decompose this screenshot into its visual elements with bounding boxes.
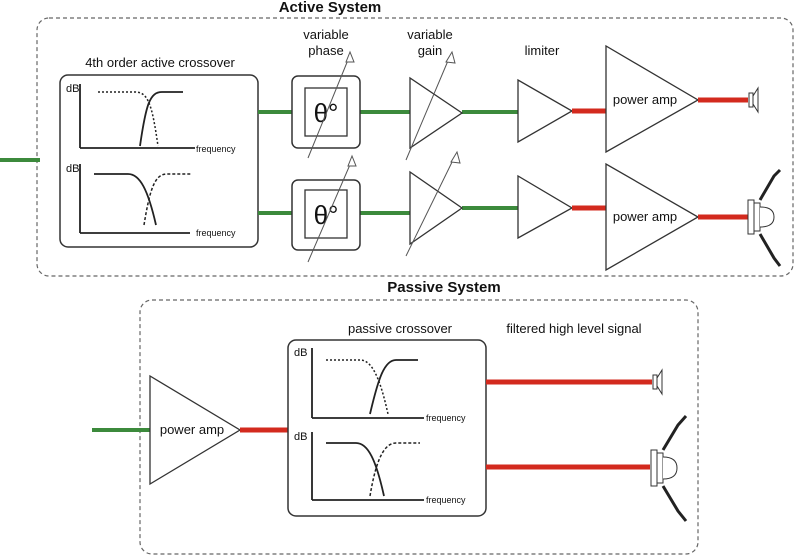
active-system-title: Active System [279,0,382,16]
limiter-block-1 [517,78,574,144]
db-label: dB [294,347,307,359]
phase-block-2: θ° [291,154,361,263]
phase-block-1: θ° [291,50,361,159]
passive-system-title: Passive System [387,279,500,296]
passive-crossover-box [287,339,487,517]
frequency-label: frequency [196,144,236,154]
power-amp-label: power amp [613,92,677,107]
gain-block-2 [405,150,464,257]
db-label: dB [66,83,79,95]
passive-plot-low: dB frequency [294,347,466,423]
variable-gain-label: variable [407,27,453,42]
tweeter-icon [748,86,759,114]
limiter-block-2 [517,174,574,240]
gain-block-1 [405,50,464,161]
variable-gain-label-2: gain [418,43,443,58]
passive-plot-high: dB frequency [294,431,466,505]
limiter-label: limiter [525,43,560,58]
db-label: dB [294,431,307,443]
filtered-signal-label: filtered high level signal [506,321,641,336]
variable-phase-label-2: phase [308,43,343,58]
power-amp-label: power amp [160,422,224,437]
power-amp-passive: power amp [149,374,242,486]
active-crossover-box [59,74,259,248]
woofer-icon [747,168,782,267]
db-label: dB [66,163,79,175]
active-system-frame [36,17,794,277]
power-amp-label: power amp [613,209,677,224]
passive-crossover-label: passive crossover [348,321,453,336]
active-crossover-label: 4th order active crossover [85,55,235,70]
passive-system-frame [139,299,699,555]
frequency-label: frequency [196,228,236,238]
tweeter-icon [652,368,663,396]
active-plot-high: dB frequency [66,163,236,238]
woofer-icon [650,415,688,522]
active-plot-low: dB frequency [66,83,236,154]
frequency-label: frequency [426,413,466,423]
phase-symbol: θ° [314,200,339,230]
frequency-label: frequency [426,495,466,505]
variable-phase-label: variable [303,27,349,42]
power-amp-active-1: power amp [605,44,700,154]
power-amp-active-2: power amp [605,162,700,272]
